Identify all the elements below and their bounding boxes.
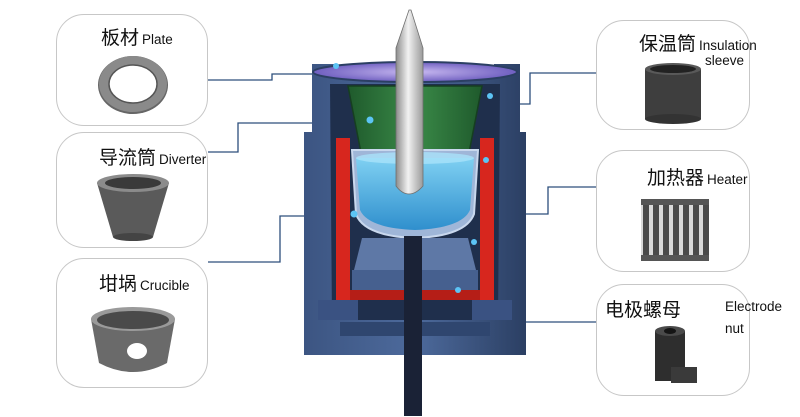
- plate-label-zh: 板材: [101, 27, 140, 49]
- diverter-label-en: Diverter: [159, 152, 207, 167]
- silicon-melt: [356, 158, 474, 230]
- electrode-label-zh: 电极螺母: [605, 299, 682, 321]
- plate-image: [98, 56, 168, 114]
- electrode-label-en1: Electrode: [725, 299, 783, 314]
- bottom-shaft: [404, 236, 422, 416]
- connector-diverter: [208, 122, 368, 153]
- crucible-image: [91, 307, 175, 372]
- insulation-label-zh: 保温筒: [639, 33, 697, 55]
- heater-image: [641, 199, 709, 261]
- crucible-label-zh: 坩埚: [99, 273, 138, 295]
- plate-label-en: Plate: [142, 32, 173, 47]
- heater-label-zh: 加热器: [647, 167, 705, 189]
- heater-label-en: Heater: [707, 172, 748, 187]
- electrode-nut-image: [655, 326, 697, 383]
- insulation-image: [645, 63, 701, 124]
- heater-left: [336, 138, 350, 310]
- insulation-label-en1: Insulation: [699, 38, 757, 53]
- crystal-rod: [395, 9, 424, 195]
- crucible-label-en: Crucible: [140, 278, 190, 293]
- insulation-label-en2: sleeve: [705, 53, 745, 68]
- heater-right: [480, 138, 494, 310]
- diverter-label-zh: 导流筒: [99, 147, 157, 169]
- furnace-body: [304, 9, 526, 416]
- card-electrode: 电极螺母 Electrode nut: [596, 284, 782, 396]
- diverter-image: [97, 174, 169, 241]
- electrode-label-en2: nut: [725, 321, 744, 336]
